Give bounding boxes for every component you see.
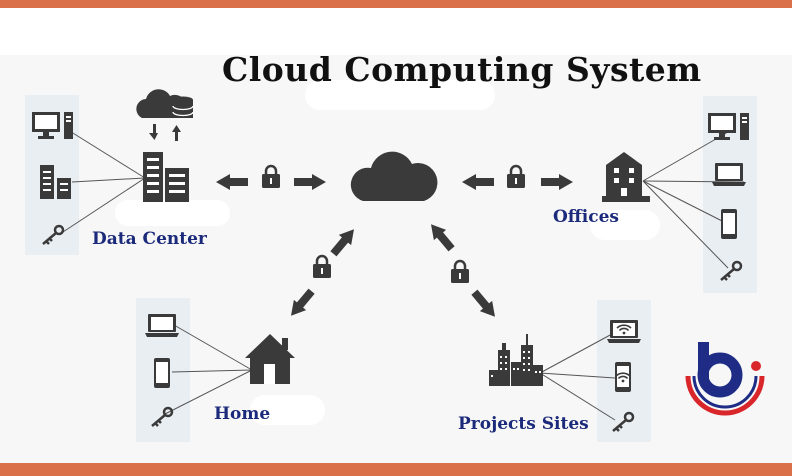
arrow-up-right-icon bbox=[330, 229, 354, 257]
arrow-down-right-icon bbox=[471, 289, 495, 317]
key-icon bbox=[41, 224, 65, 246]
title-backdrop bbox=[305, 80, 495, 110]
arrow-up-left-icon bbox=[431, 224, 455, 252]
wifi-phone-icon bbox=[615, 362, 631, 392]
lock-icon bbox=[260, 164, 282, 190]
laptop-icon bbox=[712, 163, 746, 186]
offices-label: Offices bbox=[553, 207, 619, 227]
city-icon bbox=[489, 334, 543, 386]
cloud-icon bbox=[350, 151, 438, 201]
monitor-icon bbox=[32, 112, 73, 139]
lock-icon bbox=[505, 164, 527, 190]
bottom-accent-bar bbox=[0, 463, 792, 476]
database-icon bbox=[172, 96, 194, 118]
monitor-icon bbox=[708, 113, 749, 140]
key-icon bbox=[611, 411, 635, 433]
key-icon bbox=[150, 406, 174, 428]
key-icon bbox=[719, 260, 743, 282]
page-title: Cloud Computing System bbox=[222, 50, 702, 89]
projects-sites-label: Projects Sites bbox=[458, 414, 589, 434]
diagram-canvas bbox=[0, 55, 792, 463]
lock-icon bbox=[449, 259, 471, 285]
house-icon bbox=[245, 334, 295, 384]
label-backdrop bbox=[590, 210, 660, 240]
laptop-icon bbox=[145, 314, 179, 337]
arrow-down-left-icon bbox=[291, 288, 315, 316]
connection-lines bbox=[62, 127, 745, 421]
lock-icon bbox=[311, 254, 333, 280]
phone-icon bbox=[721, 209, 737, 239]
arrow-right-icon bbox=[294, 174, 326, 190]
wifi-laptop-icon bbox=[607, 320, 641, 343]
data-center-label: Data Center bbox=[92, 229, 207, 249]
phone-icon bbox=[154, 358, 170, 388]
server-icon bbox=[40, 165, 71, 199]
home-label: Home bbox=[214, 404, 271, 424]
arrow-left-icon bbox=[216, 174, 248, 190]
office-building-icon bbox=[602, 152, 650, 202]
arrow-right-icon bbox=[541, 174, 573, 190]
logo-icon bbox=[685, 342, 765, 416]
label-backdrop bbox=[250, 395, 325, 425]
sync-arrows-icon bbox=[149, 124, 181, 141]
top-accent-bar bbox=[0, 0, 792, 8]
arrow-left-icon bbox=[462, 174, 494, 190]
label-backdrop bbox=[115, 200, 230, 226]
building-icon bbox=[143, 152, 189, 202]
